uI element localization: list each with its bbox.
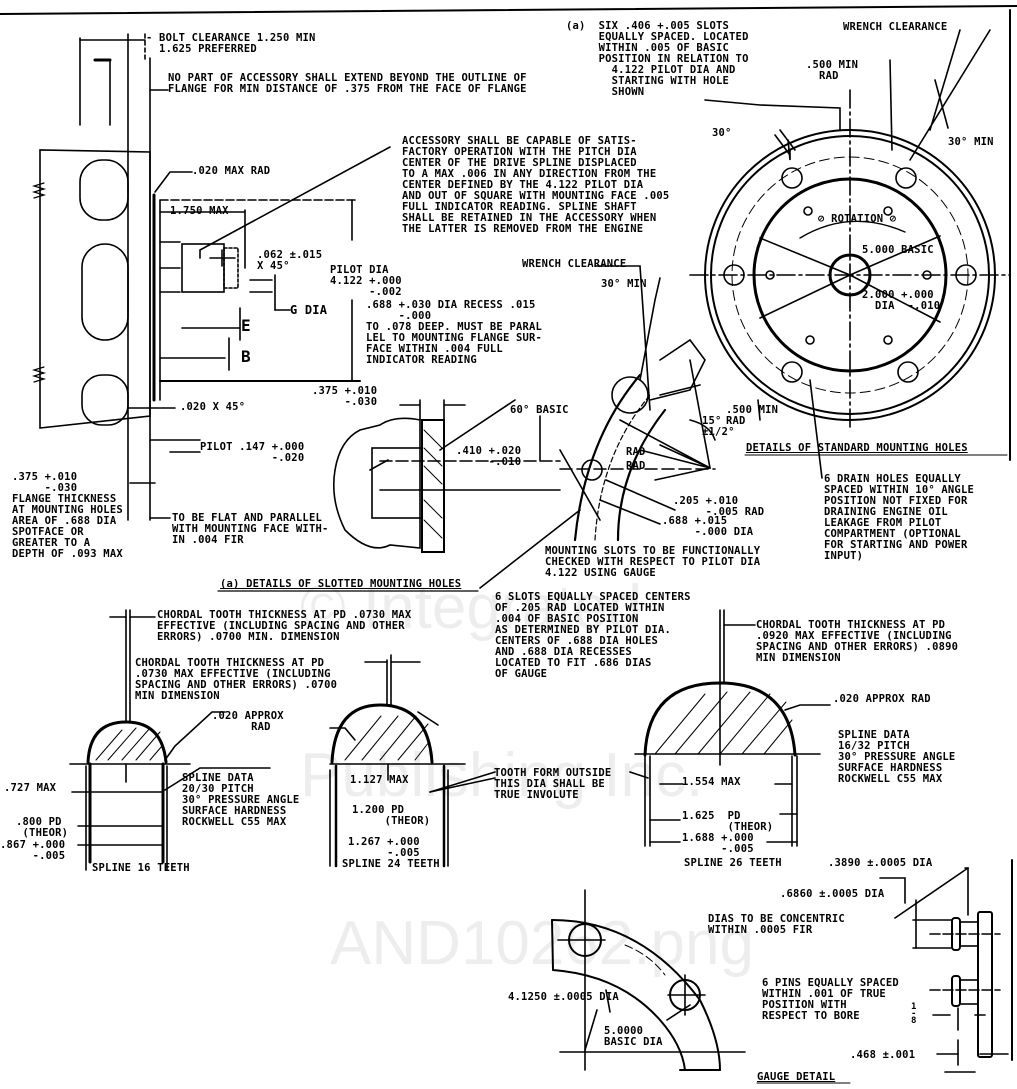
concentric-note: DIAS TO BE CONCENTRIC WITHIN .0005 FIR bbox=[708, 913, 845, 936]
angle-30-min-slot: 30° MIN bbox=[601, 278, 647, 290]
rad-205-label: .205 +.010 -.005 RAD bbox=[673, 495, 765, 518]
chamfer-020-label: .020 X 45° bbox=[180, 401, 246, 413]
chordal-16-note: CHORDAL TOOTH THICKNESS AT PD .0730 MAX … bbox=[157, 609, 412, 643]
gauge-check-note: MOUNTING SLOTS TO BE FUNCTIONALLY CHECKE… bbox=[545, 545, 761, 579]
bolt-clearance-note: - BOLT CLEARANCE 1.250 MIN 1.625 PREFERR… bbox=[146, 32, 316, 55]
spline-data-b: SPLINE DATA 16/32 PITCH 30° PRESSURE ANG… bbox=[838, 729, 956, 785]
standard-mounting-holes-view bbox=[689, 29, 1011, 479]
max-rad-label: .020 MAX RAD bbox=[192, 165, 271, 177]
spline-26-view bbox=[629, 609, 831, 847]
spline-16-view bbox=[69, 609, 271, 871]
rad-label-1: RAD bbox=[626, 446, 646, 458]
slotted-hole-section bbox=[332, 265, 716, 589]
wrench-clearance-label-top: WRENCH CLEARANCE bbox=[843, 21, 948, 33]
fraction-label: 1 - 8 bbox=[911, 1002, 917, 1026]
dim-1127-label: 1.127 MAX bbox=[350, 774, 409, 786]
spline-16-label: SPLINE 16 TEETH bbox=[92, 862, 190, 874]
tooth-form-note: TOOTH FORM OUTSIDE THIS DIA SHALL BE TRU… bbox=[494, 767, 612, 801]
basic-60-label: 60° BASIC bbox=[510, 404, 569, 416]
dim-1554-label: 1.554 MAX bbox=[682, 776, 741, 788]
dia-3890-label: .3890 ±.0005 DIA bbox=[828, 857, 933, 869]
dia-2000-label: 2.000 +.000 DIA -.010 bbox=[862, 289, 941, 312]
rotation-text: ROTATION bbox=[831, 213, 884, 225]
accessory-note: ACCESSORY SHALL BE CAPABLE OF SATIS- FAC… bbox=[402, 135, 670, 235]
gauge-detail-title: GAUGE DETAIL bbox=[757, 1071, 836, 1083]
min-rad-500-label-top: .500 MIN RAD bbox=[806, 59, 859, 82]
spline-26-label: SPLINE 26 TEETH bbox=[684, 857, 782, 869]
angle-30-label: 30° bbox=[712, 127, 732, 139]
dim-727-label: .727 MAX bbox=[4, 782, 57, 794]
spline-data-a: SPLINE DATA 20/30 PITCH 30° PRESSURE ANG… bbox=[182, 772, 300, 828]
slotted-holes-title: (a) DETAILS OF SLOTTED MOUNTING HOLES bbox=[220, 578, 462, 590]
dim-468-label: .468 ±.001 bbox=[850, 1049, 916, 1061]
rad-label-2: RAD bbox=[626, 460, 646, 472]
chordal-24-note: CHORDAL TOOTH THICKNESS AT PD .0730 MAX … bbox=[135, 657, 338, 702]
dim-1267-label: 1.267 +.000 -.005 bbox=[348, 836, 420, 859]
pilot-dia-label: PILOT DIA 4.122 +.000 -.002 bbox=[330, 264, 402, 298]
g-dia-label: G DIA bbox=[290, 303, 328, 317]
dim-375-label: .375 +.010 -.030 bbox=[312, 385, 378, 408]
e-label: E bbox=[241, 316, 251, 335]
wrench-clearance-label: WRENCH CLEARANCE bbox=[522, 258, 627, 270]
dim-410-label: .410 +.020 -.010 bbox=[456, 445, 522, 468]
dia-41250-label: 4.1250 ±.0005 DIA bbox=[508, 991, 619, 1003]
basic-5000-label: 5.000 BASIC bbox=[862, 244, 934, 256]
angle-15-label: 15° ±1/2° bbox=[702, 415, 735, 438]
top-border bbox=[0, 5, 1017, 15]
pins-note: 6 PINS EQUALLY SPACED WITHIN .001 OF TRU… bbox=[762, 977, 899, 1022]
angle-30-min-label: 30° MIN bbox=[948, 136, 994, 148]
approx-rad-a: .020 APPROX RAD bbox=[212, 710, 284, 733]
pilot-147-label: PILOT .147 +.000 -.020 bbox=[200, 441, 305, 464]
rotation-arrow-icon: ⊘ bbox=[818, 213, 832, 225]
dim-1625-label: 1.625 PD (THEOR) bbox=[682, 810, 774, 833]
slots-note-a: (a) SIX .406 +.005 SLOTS EQUALLY SPACED.… bbox=[566, 20, 749, 98]
dim-1688-label: 1.688 +.000 -.005 bbox=[682, 832, 754, 855]
dim-1750-label: 1.750 MAX bbox=[170, 205, 229, 217]
approx-rad-b: .020 APPROX RAD bbox=[833, 693, 931, 705]
b-label: B bbox=[241, 347, 251, 366]
dia-6860-label: .6860 ±.0005 DIA bbox=[780, 888, 885, 900]
spline-24-view bbox=[329, 654, 496, 868]
standard-mounting-holes-title: DETAILS OF STANDARD MOUNTING HOLES bbox=[746, 442, 968, 454]
no-part-note: NO PART OF ACCESSORY SHALL EXTEND BEYOND… bbox=[168, 72, 527, 95]
flat-parallel-note: TO BE FLAT AND PARALLEL WITH MOUNTING FA… bbox=[172, 512, 329, 546]
rotation-arrow-icon-2: ⊘ bbox=[883, 213, 897, 225]
six-slots-note: 6 SLOTS EQUALLY SPACED CENTERS OF .205 R… bbox=[495, 591, 691, 680]
dim-800-label: .800 PD (THEOR) bbox=[16, 816, 69, 839]
spline-24-label: SPLINE 24 TEETH bbox=[342, 858, 440, 870]
chamfer-062-label: .062 ±.015 X 45° bbox=[257, 249, 323, 272]
flange-section bbox=[31, 33, 391, 521]
recess-note: .688 +.030 DIA RECESS .015 -.000 TO .078… bbox=[366, 299, 543, 366]
basic-5-label: 5.0000 BASIC DIA bbox=[604, 1025, 663, 1048]
dim-1200-label: 1.200 PD (THEOR) bbox=[352, 804, 431, 827]
gauge-detail-view bbox=[551, 867, 1009, 1073]
dia-688-label: .688 +.015 -.000 DIA bbox=[662, 515, 754, 538]
rotation-label: ⊘ ROTATION ⊘ bbox=[805, 203, 896, 225]
min-rad-500-label: .500 MIN RAD bbox=[726, 404, 779, 427]
flange-thickness-note: .375 +.010 -.030 FLANGE THICKNESS AT MOU… bbox=[12, 471, 123, 560]
dim-867-label: .867 +.000 -.005 bbox=[0, 839, 66, 862]
drain-holes-note: 6 DRAIN HOLES EQUALLY SPACED WITHIN 10° … bbox=[824, 473, 974, 562]
chordal-26-note: CHORDAL TOOTH THICKNESS AT PD .0920 MAX … bbox=[756, 619, 959, 664]
